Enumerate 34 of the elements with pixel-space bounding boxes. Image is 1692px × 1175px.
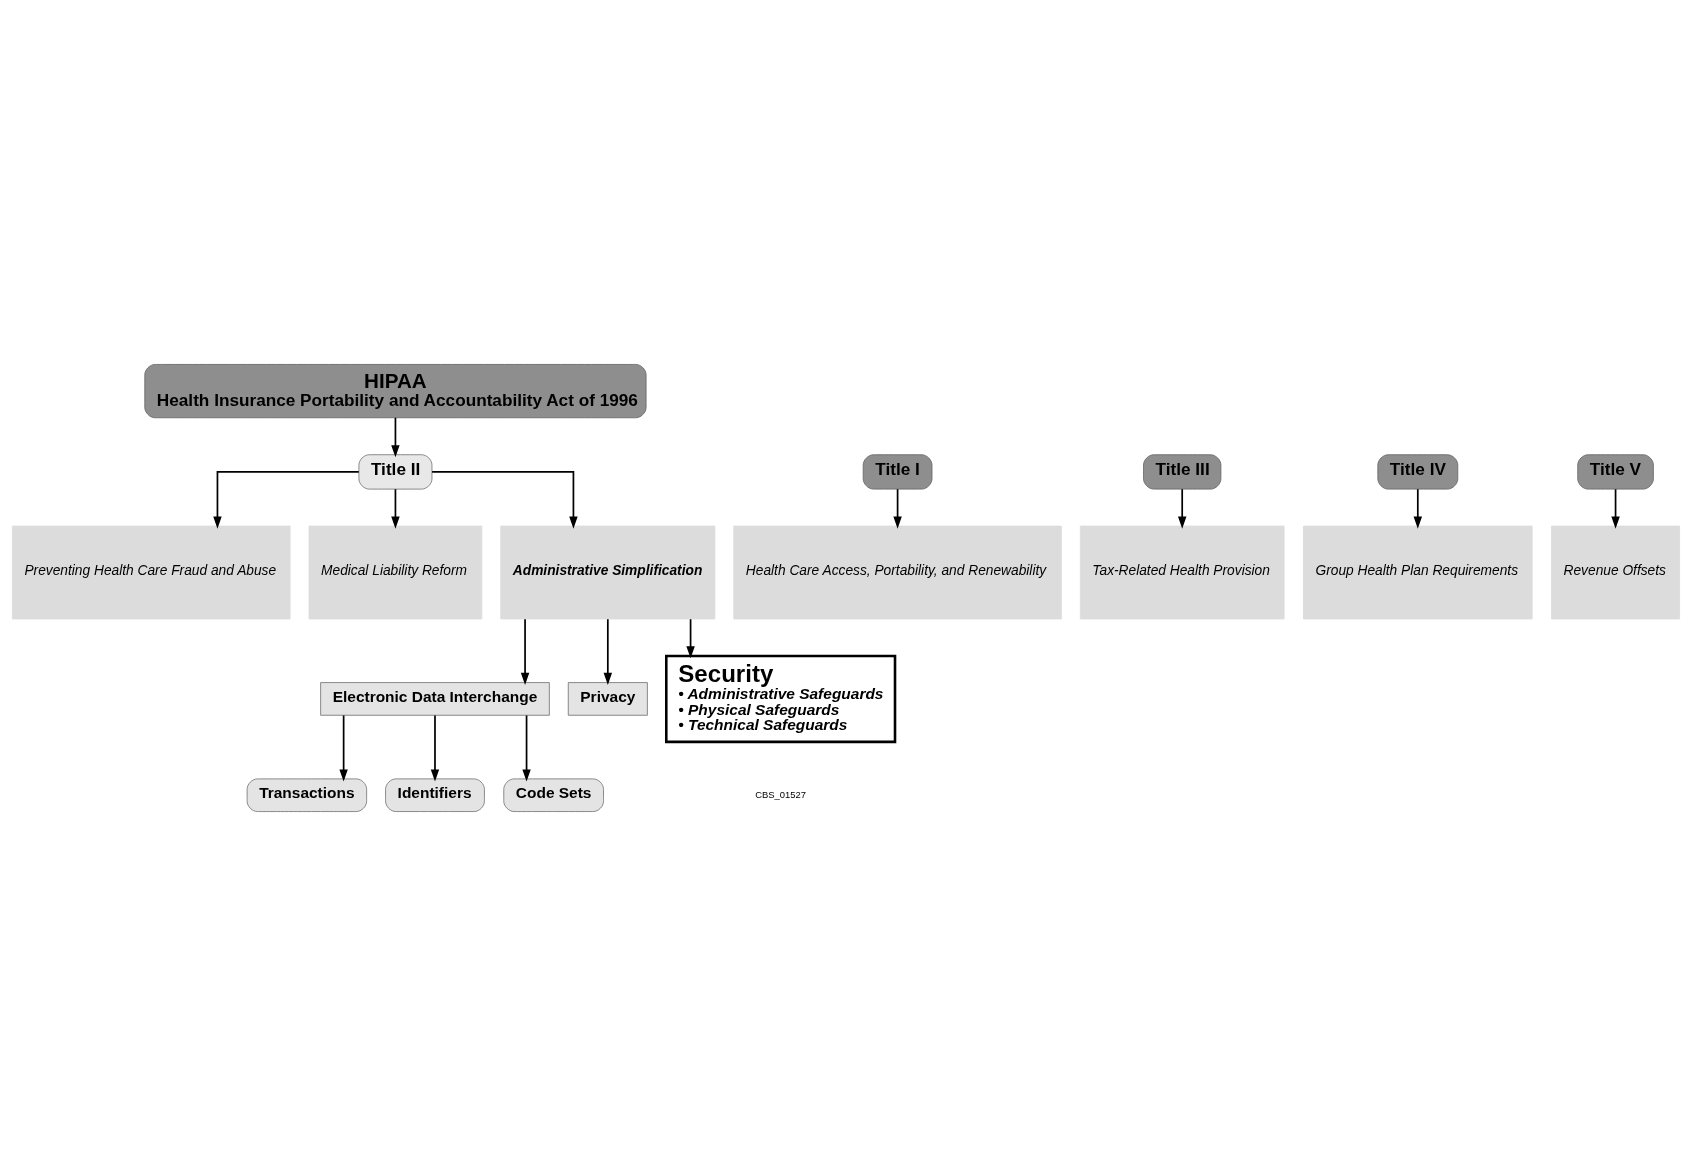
node-box: Privacy (567, 681, 648, 716)
arrow (1611, 487, 1620, 529)
node-box: Administrative Simplification (500, 525, 716, 619)
node-box: Transactions (246, 777, 368, 812)
node-box: Health Care Access, Portability, and Renewability (733, 525, 1062, 619)
node-box: Title IV (1377, 453, 1459, 490)
arrow (520, 617, 530, 685)
node-box: Title V (1577, 453, 1654, 490)
arrow (522, 714, 531, 781)
node-box: Title I (862, 453, 933, 490)
arrow (1177, 487, 1187, 529)
node-box: Medical Liability Reform (308, 525, 483, 619)
arrow (431, 470, 578, 529)
node-box: Tax-Related Health Provision (1079, 525, 1285, 619)
arrow (391, 416, 400, 457)
arrow (430, 714, 440, 781)
arrow (686, 617, 695, 658)
node-box: Group Health Plan Requirements (1303, 525, 1533, 619)
arrow (213, 470, 360, 529)
node-box: Security • Administrative Safeguards • Physical Safeguards • Technical Safeguards (665, 654, 897, 743)
node-box: Revenue Offsets (1551, 525, 1681, 619)
arrow (1413, 487, 1423, 529)
node-box: Code Sets (503, 777, 604, 812)
arrow (893, 487, 902, 529)
label: CBS_01527 (755, 788, 807, 800)
arrow (391, 487, 400, 529)
node-box: HIPAA Health Insurance Portability and Accountability Act of 1996 (144, 363, 647, 418)
node-box: Title II (358, 453, 433, 490)
node-box: Identifiers (385, 777, 485, 812)
arrow (339, 714, 348, 781)
node-box: Electronic Data Interchange (320, 681, 550, 716)
node-box: Title III (1143, 453, 1222, 490)
node-box: Preventing Health Care Fraud and Abuse (11, 525, 291, 619)
arrow (603, 617, 613, 685)
